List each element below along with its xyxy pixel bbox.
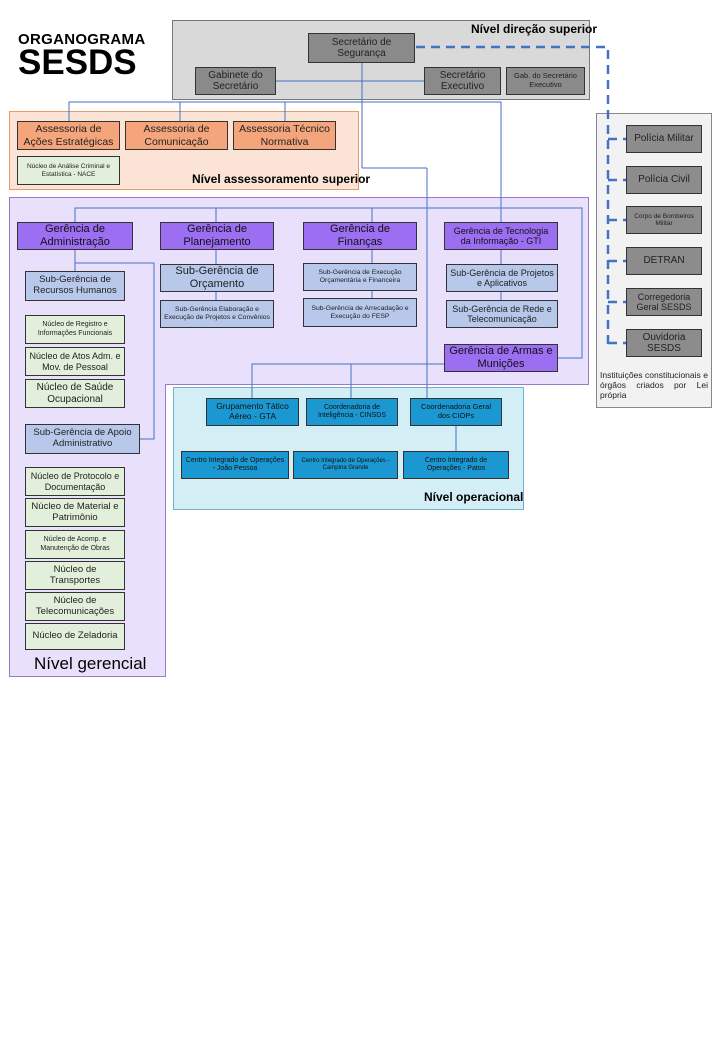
label-nivel-operacional: Nível operacional — [424, 490, 524, 504]
box-policia-civil[interactable]: Polícia Civil — [626, 166, 702, 194]
box-gta[interactable]: Grupamento Tático Aéreo - GTA — [206, 398, 299, 426]
box-corpo-bombeiros[interactable]: Corpo de Bombeiros Militar — [626, 206, 702, 234]
box-cinsds[interactable]: Coordenadoria de Inteligência - CINSDS — [306, 398, 398, 426]
box-gerencia-financas[interactable]: Gerência de Finanças — [303, 222, 417, 250]
box-nucleo-obras[interactable]: Núcleo de Acomp. e Manutenção de Obras — [25, 530, 125, 559]
box-gerencia-planejamento[interactable]: Gerência de Planejamento — [160, 222, 274, 250]
box-nucleo-material[interactable]: Núcleo de Material e Patrimônio — [25, 498, 125, 527]
label-nivel-assessoramento: Nível assessoramento superior — [192, 172, 371, 186]
label-nivel-direcao: Nível direção superior — [471, 22, 598, 36]
box-nucleo-atos[interactable]: Núcleo de Atos Adm. e Mov. de Pessoal — [25, 347, 125, 376]
box-secretario-seguranca[interactable]: Secretário de Segurança — [308, 33, 415, 63]
box-gabinete-secretario[interactable]: Gabinete do Secretário — [195, 67, 276, 95]
box-nucleo-registro[interactable]: Núcleo de Registro e Informações Funcion… — [25, 315, 125, 344]
box-ciop-patos[interactable]: Centro Integrado de Operações - Patos — [403, 451, 509, 479]
label-nivel-gerencial: Nível gerencial — [34, 654, 147, 673]
box-sg-elaboracao-projetos[interactable]: Sub-Gerência Elaboração e Execução de Pr… — [160, 300, 274, 328]
box-coordenadoria-ciops[interactable]: Coordenadoria Geral dos CIOPs — [410, 398, 502, 426]
box-nucleo-telecomunicacoes[interactable]: Núcleo de Telecomunicações — [25, 592, 125, 621]
box-corregedoria[interactable]: Corregedoria Geral SESDS — [626, 288, 702, 316]
box-gerencia-armas-municoes[interactable]: Gerência de Armas e Munições — [444, 344, 558, 372]
box-gab-secretario-executivo[interactable]: Gab. do Secretário Executivo — [506, 67, 585, 95]
box-nucleo-saude[interactable]: Núcleo de Saúde Ocupacional — [25, 379, 125, 408]
box-detran[interactable]: DETRAN — [626, 247, 702, 275]
box-ciop-campina-grande[interactable]: Centro Integrado de Operações - Campina … — [293, 451, 398, 479]
box-gerencia-administracao[interactable]: Gerência de Administração — [17, 222, 133, 250]
instituicoes-caption: Instituições constitucionais e órgãos cr… — [600, 370, 708, 401]
title-organograma: ORGANOGRAMA — [18, 31, 146, 48]
box-sg-rede-telecomunicacao[interactable]: Sub-Gerência de Rede e Telecomunicação — [446, 300, 558, 328]
box-gerencia-gti[interactable]: Gerência de Tecnologia da Informação - G… — [444, 222, 558, 250]
box-sg-apoio-administrativo[interactable]: Sub-Gerência de Apoio Administrativo — [25, 424, 140, 454]
box-secretario-executivo[interactable]: Secretário Executivo — [424, 67, 501, 95]
box-sg-execucao-orcamentaria[interactable]: Sub-Gerência de Execução Orçamentária e … — [303, 263, 417, 291]
box-nucleo-transportes[interactable]: Núcleo de Transportes — [25, 561, 125, 590]
box-sg-recursos-humanos[interactable]: Sub-Gerência de Recursos Humanos — [25, 271, 125, 301]
box-nucleo-nace[interactable]: Núcleo de Análise Criminal e Estatística… — [17, 156, 120, 185]
box-assessoria-comunicacao[interactable]: Assessoria de Comunicação — [125, 121, 228, 150]
box-policia-militar[interactable]: Polícia Militar — [626, 125, 702, 153]
box-sg-orcamento[interactable]: Sub-Gerência de Orçamento — [160, 264, 274, 292]
box-nucleo-zeladoria[interactable]: Núcleo de Zeladoria — [25, 623, 125, 650]
box-ouvidoria[interactable]: Ouvidoria SESDS — [626, 329, 702, 357]
box-assessoria-acoes-estrategicas[interactable]: Assessoria de Ações Estratégicas — [17, 121, 120, 150]
box-sg-arrecadacao-fesp[interactable]: Sub-Gerência de Arrecadação e Execução d… — [303, 298, 417, 327]
box-sg-projetos-aplicativos[interactable]: Sub-Gerência de Projetos e Aplicativos — [446, 264, 558, 292]
box-ciop-joao-pessoa[interactable]: Centro Integrado de Operações - João Pes… — [181, 451, 289, 479]
title-sesds: SESDS — [18, 43, 137, 82]
box-assessoria-tecnico-normativa[interactable]: Assessoria Técnico Normativa — [233, 121, 336, 150]
box-nucleo-protocolo[interactable]: Núcleo de Protocolo e Documentação — [25, 467, 125, 496]
